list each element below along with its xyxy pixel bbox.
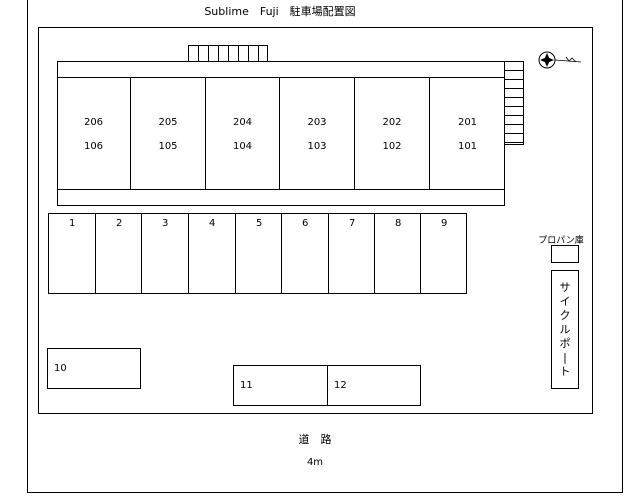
- parking-slot: 6: [281, 213, 329, 294]
- cycle-port-label: サイクルポ|ト: [560, 281, 571, 379]
- parking-slot-number: 3: [162, 218, 169, 229]
- unit-lower-number: 101: [457, 141, 478, 152]
- apartment-unit: 205 105: [131, 77, 206, 189]
- parking-slot-number: 7: [349, 218, 356, 229]
- unit-lower-number: 103: [307, 141, 327, 152]
- building-bottom-corridor: [58, 189, 504, 190]
- compass: [536, 48, 584, 74]
- unit-upper-number: 201: [457, 117, 478, 128]
- building-top-corridor: [58, 77, 504, 78]
- parking-slot: 12: [327, 365, 421, 406]
- parking-slot-number: 5: [256, 218, 263, 229]
- unit-upper-number: 202: [382, 117, 402, 128]
- parking-slot: 8: [374, 213, 421, 294]
- parking-slot: 10: [47, 348, 141, 389]
- apartment-unit: 204 104: [206, 77, 280, 189]
- parking-slot: 3: [141, 213, 189, 294]
- apartment-unit: 201 101: [430, 77, 505, 189]
- parking-slot: 4: [188, 213, 236, 294]
- parking-slot-number: 10: [54, 363, 67, 374]
- cycle-port: サイクルポ|ト: [551, 270, 579, 389]
- parking-slot: 5: [235, 213, 282, 294]
- road-label: 道 路: [298, 433, 332, 446]
- compass-icon: [538, 51, 582, 69]
- unit-lower-number: 104: [232, 141, 253, 152]
- parking-slot: 7: [328, 213, 375, 294]
- parking-slot-number: 11: [240, 380, 253, 391]
- unit-upper-number: 205: [158, 117, 178, 128]
- unit-upper-number: 204: [232, 117, 253, 128]
- cycle-port-char: ポ: [559, 336, 571, 350]
- cycle-port-char: |: [563, 350, 567, 364]
- propane-storage: [551, 245, 579, 263]
- propane-label: プロパン庫: [538, 236, 584, 246]
- side-stairs: [504, 61, 524, 145]
- cycle-port-char: ル: [559, 322, 571, 336]
- page-frame: [27, 0, 623, 493]
- top-stairs: [188, 45, 268, 62]
- unit-lower-number: 102: [382, 141, 402, 152]
- unit-lower-number: 106: [83, 141, 104, 152]
- cycle-port-char: サ: [559, 280, 571, 294]
- diagram-title: Sublime Fuji 駐車場配置図: [204, 5, 356, 18]
- parking-slot-number: 4: [209, 218, 216, 229]
- apartment-unit: 203 103: [280, 77, 355, 189]
- parking-slot: 11: [233, 365, 328, 406]
- parking-slot-number: 9: [441, 218, 448, 229]
- apartment-unit: 202 102: [355, 77, 430, 189]
- parking-slot: 1: [48, 213, 96, 294]
- road-width: 4m: [306, 457, 324, 468]
- parking-slot-number: 1: [69, 218, 76, 229]
- cycle-port-char: ト: [559, 364, 571, 378]
- parking-slot: 9: [420, 213, 467, 294]
- parking-slot-number: 2: [116, 218, 123, 229]
- parking-slot-number: 6: [302, 218, 309, 229]
- unit-upper-number: 203: [307, 117, 327, 128]
- unit-lower-number: 105: [158, 141, 178, 152]
- cycle-port-char: イ: [559, 294, 571, 308]
- cycle-port-char: ク: [559, 308, 571, 322]
- parking-slot-number: 8: [395, 218, 402, 229]
- lot-boundary: [38, 27, 593, 414]
- parking-slot-number: 12: [334, 380, 347, 391]
- parking-slot: 2: [95, 213, 142, 294]
- apartment-unit: 206 106: [57, 77, 131, 189]
- unit-upper-number: 206: [83, 117, 104, 128]
